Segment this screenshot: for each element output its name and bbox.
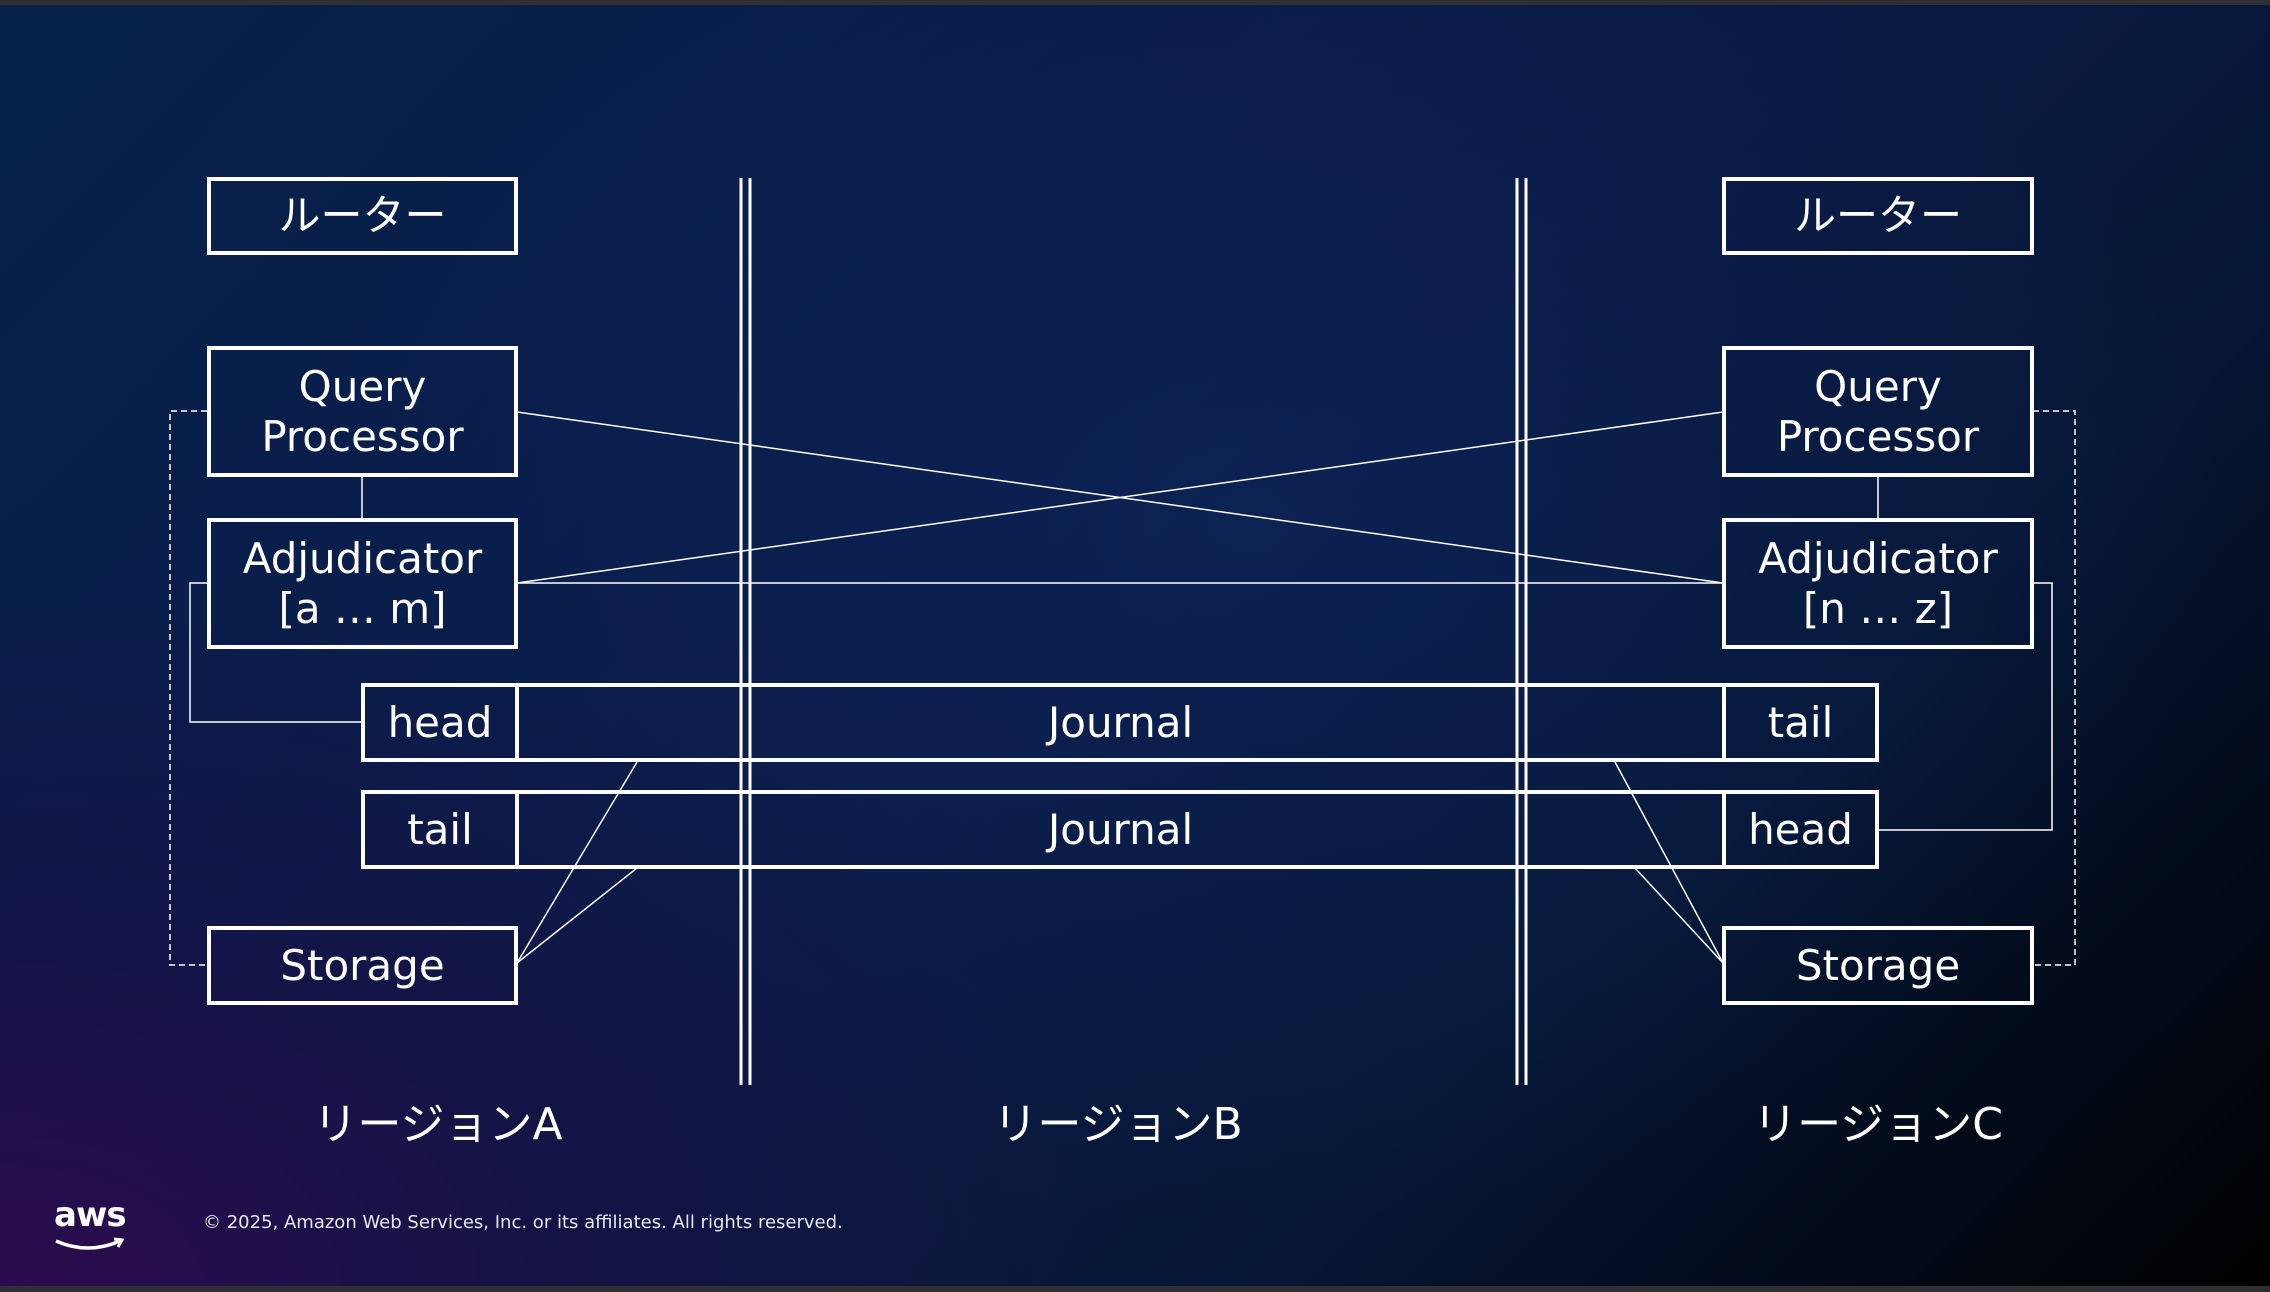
connector-qp-right-to-adj-left <box>516 411 1724 584</box>
journal-top-head-cell: head <box>361 683 519 762</box>
aws-smile-icon <box>55 1237 125 1250</box>
region-separator-ab <box>739 178 752 1085</box>
copyright-text: © 2025, Amazon Web Services, Inc. or its… <box>203 1212 843 1233</box>
aws-logo: aws <box>52 1195 132 1255</box>
connector-storage-left-journal-bottom <box>516 867 638 964</box>
journal-bottom-tail-cell: tail <box>361 790 519 869</box>
connector-adj-left-to-head <box>189 582 362 723</box>
journal-bottom-head-cell: head <box>1722 790 1879 869</box>
region-separator-bc <box>1515 178 1528 1085</box>
connector-adj-right-to-head <box>1878 582 2053 831</box>
dashed-bracket-left <box>169 410 207 966</box>
connector-storage-left-journal-top <box>516 761 638 964</box>
router-box-left: ルーター <box>207 177 518 255</box>
router-box-right: ルーター <box>1722 177 2034 255</box>
journal-top-tail-cell: tail <box>1722 683 1879 762</box>
journal-top-log: Journal <box>515 683 1726 762</box>
query-processor-box-left: Query Processor <box>207 346 518 477</box>
storage-box-right: Storage <box>1722 926 2034 1005</box>
region-label-a: リージョンA <box>313 1099 563 1150</box>
adjudicator-box-left: Adjudicator [a … m] <box>207 518 518 649</box>
window-bottom-border <box>0 1286 2270 1292</box>
region-label-b: リージョンB <box>993 1099 1243 1150</box>
adjudicator-box-right: Adjudicator [n … z] <box>1722 518 2034 649</box>
dashed-bracket-right <box>2033 410 2076 966</box>
journal-bottom-log: Journal <box>515 790 1726 869</box>
connector-storage-right-journal-bottom <box>1634 867 1724 964</box>
window-top-border <box>0 0 2270 5</box>
connector-storage-right-journal-top <box>1614 761 1724 964</box>
storage-box-left: Storage <box>207 926 518 1005</box>
region-label-c: リージョンC <box>1753 1099 2003 1150</box>
aws-logo-text: aws <box>54 1195 127 1235</box>
query-processor-box-right: Query Processor <box>1722 346 2034 477</box>
